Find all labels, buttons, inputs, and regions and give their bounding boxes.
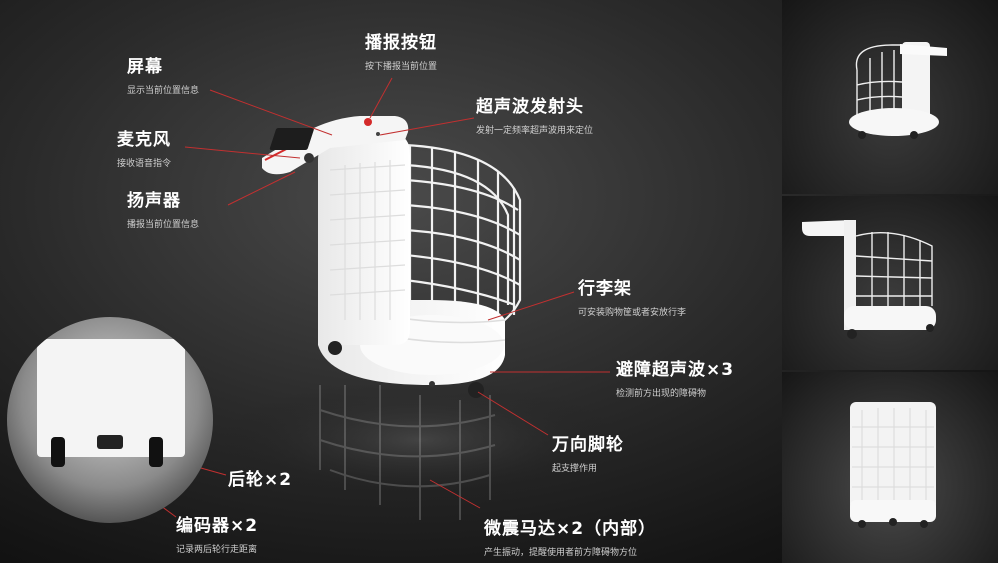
callout-title: 行李架 [578,279,632,299]
callout-desc: 记录两后轮行走距离 [176,545,258,555]
front-wheel-left [328,341,342,355]
callout-ultrasonic-head: 超声波发射头 发射一定频率超声波用来定位 [476,92,593,136]
screen-panel [269,128,314,150]
callout-title: 超声波发射头 [476,97,584,117]
callout-encoder: 编码器×2 记录两后轮行走距离 [176,511,258,555]
callout-title: 万向脚轮 [552,435,624,455]
callout-desc: 可安装购物筐或者安放行李 [578,308,687,318]
callout-desc: 接收语音指令 [117,159,172,169]
callout-obstacle-sensor: 避障超声波×3 检测前方出现的障碍物 [616,355,734,399]
callout-caster: 万向脚轮 起支撑作用 [552,430,624,474]
rear-wheel-inset [7,317,213,523]
cart-body [318,135,410,345]
view-side [782,196,998,370]
callout-desc: 显示当前位置信息 [127,86,200,96]
callout-title: 扬声器 [127,191,181,211]
view-perspective [782,0,998,194]
caster-wheel [468,382,484,398]
view-front [782,372,998,563]
callout-title: 后轮×2 [228,470,293,490]
callout-announce-button: 播报按钮 按下播报当前位置 [365,28,437,72]
callout-mic: 麦克风 接收语音指令 [117,125,171,169]
callout-desc: 发射一定频率超声波用来定位 [476,126,594,136]
callout-rear-wheel: 后轮×2 [228,465,292,490]
mic-hole [304,153,314,163]
callout-title: 微震马达×2（内部） [484,519,657,539]
callout-desc: 产生振动，提醒使用者前方障碍物方位 [484,548,638,558]
cart-handle [262,116,409,175]
callout-title: 避障超声波×3 [616,360,735,380]
callout-luggage-rack: 行李架 可安装购物筐或者安放行李 [578,274,686,318]
announce-button-dot [364,118,372,126]
callout-desc: 检测前方出现的障碍物 [616,389,707,399]
callout-vibration-motor: 微震马达×2（内部） 产生振动，提醒使用者前方障碍物方位 [484,514,656,558]
callout-desc: 起支撑作用 [552,464,598,474]
callout-screen: 屏幕 显示当前位置信息 [127,52,199,96]
callout-title: 屏幕 [127,57,163,77]
callout-title: 麦克风 [117,130,171,150]
callout-desc: 按下播报当前位置 [365,62,438,72]
callout-speaker: 扬声器 播报当前位置信息 [127,186,199,230]
callout-title: 编码器×2 [176,516,259,536]
callout-title: 播报按钮 [365,33,437,53]
callout-desc: 播报当前位置信息 [127,220,200,230]
